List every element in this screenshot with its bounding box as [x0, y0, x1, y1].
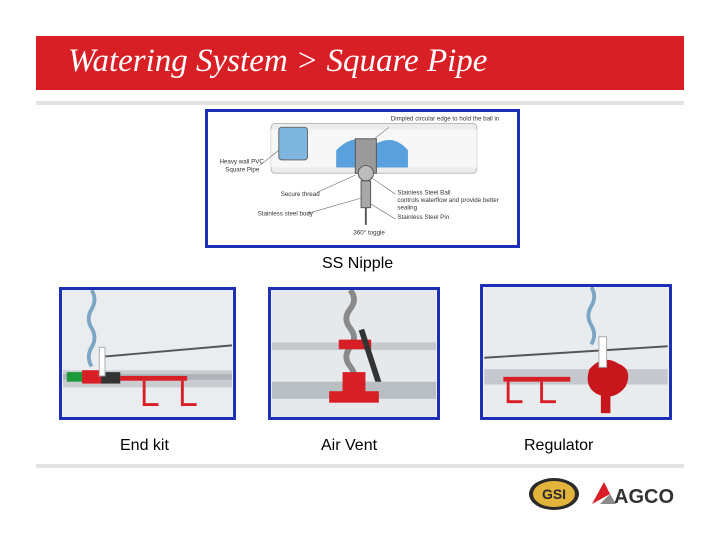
callout-steel-ball-line1: Stainless Steel Ball — [397, 189, 450, 196]
callout-steel-ball-line3: sealing — [397, 205, 417, 212]
agco-logo-text: AGCO — [614, 486, 674, 508]
callout-pvc-line1: Heavy wall PVC — [219, 159, 264, 166]
ss-nipple-diagram: Dimpled circular edge to hold the ball i… — [205, 109, 520, 248]
gsi-logo: GSI — [529, 478, 579, 510]
end-kit-photo — [59, 287, 236, 420]
callout-secure-thread: Secure thread — [281, 191, 321, 198]
slide-title: Watering System > Square Pipe — [68, 43, 488, 79]
callout-toggle: 360° toggle — [353, 229, 385, 236]
callout-steel-ball-line2: controls waterflow and provide better — [397, 197, 498, 204]
callout-dimpled-edge: Dimpled circular edge to hold the ball i… — [391, 116, 500, 123]
callout-steel-pin: Stainless Steel Pin — [397, 214, 449, 221]
air-vent-photo — [268, 287, 440, 420]
bottom-divider — [36, 464, 684, 468]
caption-air-vent: Air Vent — [321, 437, 378, 454]
ss-nipple-illustration: Dimpled circular edge to hold the ball i… — [219, 116, 500, 237]
gsi-logo-text: GSI — [542, 486, 566, 502]
caption-ss-nipple: SS Nipple — [322, 255, 394, 272]
caption-regulator: Regulator — [524, 437, 594, 454]
callout-pvc-line2: Square Pipe — [225, 166, 260, 173]
air-vent-illustration — [271, 290, 437, 417]
title-bar: Watering System > Square Pipe — [36, 36, 684, 90]
caption-end-kit: End kit — [120, 437, 169, 454]
callout-steel-body: Stainless steel body — [258, 210, 314, 217]
agco-logo: AGCO — [592, 482, 674, 508]
end-kit-illustration — [62, 290, 233, 417]
regulator-illustration — [484, 287, 668, 417]
top-divider — [36, 101, 684, 105]
regulator-photo — [480, 284, 672, 420]
